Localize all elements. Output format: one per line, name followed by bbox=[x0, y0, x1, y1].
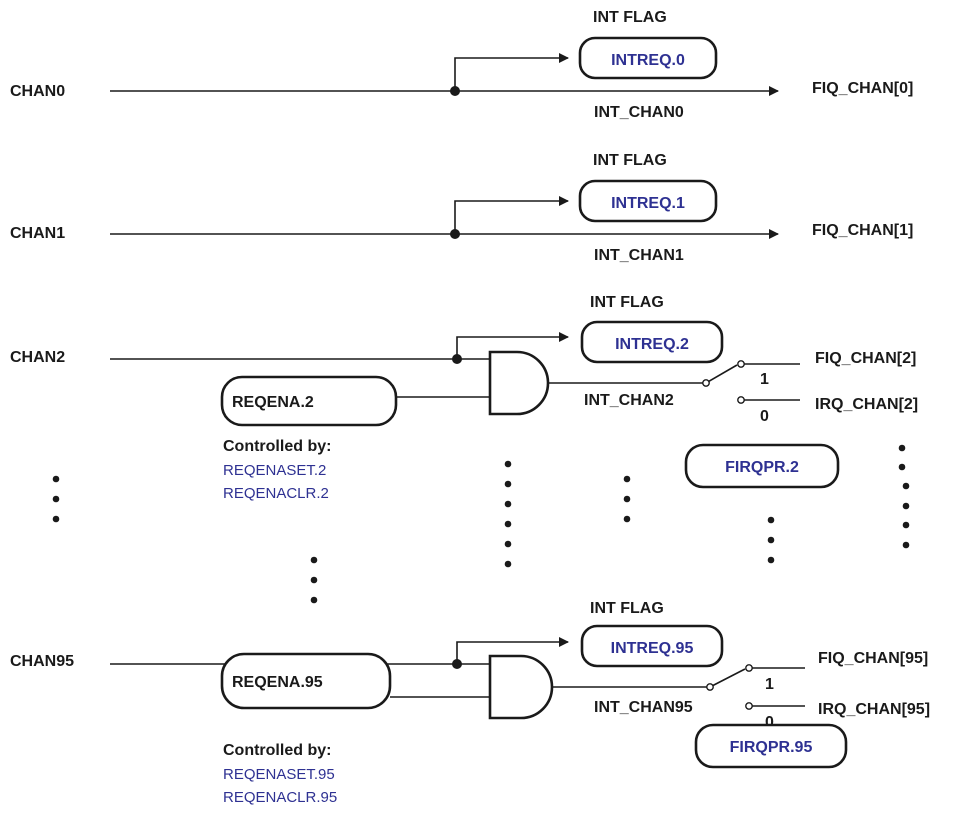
chan2-reqenaset: REQENASET.2 bbox=[223, 462, 326, 479]
chan0-label: CHAN0 bbox=[10, 83, 65, 100]
chan2-int-label: INT_CHAN2 bbox=[584, 392, 674, 409]
chan2-intreq-box bbox=[580, 320, 724, 364]
chan2-firqpr-box bbox=[684, 443, 840, 489]
chan2-irq-output: IRQ_CHAN[2] bbox=[815, 396, 918, 413]
chan95-reqenaclr: REQENACLR.95 bbox=[223, 789, 337, 806]
chan95-switch-label-0: 0 bbox=[765, 714, 774, 731]
chan2-intreq-label: INTREQ.2 bbox=[615, 336, 689, 353]
ellipsis-col-gate bbox=[504, 460, 512, 568]
chan95-reqenaset: REQENASET.95 bbox=[223, 766, 335, 783]
chan0-fiq-output: FIQ_CHAN[0] bbox=[812, 80, 913, 97]
chan2-label: CHAN2 bbox=[10, 349, 65, 366]
chan2-controlled-by: Controlled by: bbox=[223, 438, 331, 455]
chan2-reqena-box bbox=[220, 375, 398, 427]
chan1-intreq-box bbox=[578, 179, 718, 223]
chan95-switch-label-1: 1 bbox=[765, 676, 774, 693]
chan2-int-flag-title: INT FLAG bbox=[590, 294, 664, 311]
chan95-int-flag-title: INT FLAG bbox=[590, 600, 664, 617]
chan1-intreq-label: INTREQ.1 bbox=[611, 195, 685, 212]
chan0-int-label: INT_CHAN0 bbox=[594, 104, 684, 121]
channel-95-group: CHAN95 INT FLAG INTREQ.95 REQENA.95 INT_… bbox=[10, 600, 930, 806]
chan95-firqpr-label: FIRQPR.95 bbox=[730, 739, 813, 756]
chan95-reqena-box bbox=[220, 652, 392, 710]
chan95-intreq-label: INTREQ.95 bbox=[611, 640, 694, 657]
chan1-int-label: INT_CHAN1 bbox=[594, 247, 684, 264]
ellipsis-col-left bbox=[52, 475, 60, 523]
chan1-fiq-output: FIQ_CHAN[1] bbox=[812, 222, 913, 239]
ellipsis-col-int bbox=[623, 475, 631, 523]
chan0-intreq-box bbox=[578, 36, 718, 80]
chan95-switch-lever bbox=[709, 668, 746, 688]
chan95-reqena-label: REQENA.95 bbox=[232, 674, 323, 691]
channel-0-group: CHAN0 INT FLAG INTREQ.0 INT_CHAN0 FIQ_CH… bbox=[10, 9, 913, 121]
chan95-irq-output: IRQ_CHAN[95] bbox=[818, 701, 930, 718]
chan95-intreq-box bbox=[580, 624, 724, 668]
chan2-switch-contact-0 bbox=[737, 396, 745, 404]
chan95-and-gate bbox=[488, 654, 554, 720]
chan2-flag-branch bbox=[456, 332, 569, 359]
chan2-switch-contact-1 bbox=[737, 360, 745, 368]
chan2-switch-lever bbox=[705, 364, 738, 384]
ellipsis-col-mid-low bbox=[310, 556, 318, 604]
chan1-flag-branch bbox=[454, 196, 569, 234]
chan0-flag-branch bbox=[454, 53, 569, 91]
chan95-switch-contact-1 bbox=[745, 664, 753, 672]
chan2-firqpr-label: FIRQPR.2 bbox=[725, 459, 799, 476]
ellipsis-dots bbox=[52, 444, 910, 604]
chan95-fiq-output: FIQ_CHAN[95] bbox=[818, 650, 928, 667]
ellipsis-col-switch bbox=[767, 516, 775, 564]
chan95-flag-branch bbox=[456, 637, 569, 664]
chan1-int-flag-title: INT FLAG bbox=[593, 152, 667, 169]
chan2-reqenaclr: REQENACLR.2 bbox=[223, 485, 329, 502]
chan95-switch-pivot bbox=[706, 683, 714, 691]
chan2-switch-label-1: 1 bbox=[760, 371, 769, 388]
channel-2-group: CHAN2 INT FLAG INTREQ.2 REQENA.2 INT_CHA… bbox=[10, 294, 918, 502]
chan0-int-flag-title: INT FLAG bbox=[593, 9, 667, 26]
chan95-int-label: INT_CHAN95 bbox=[594, 699, 693, 716]
chan0-intreq-label: INTREQ.0 bbox=[611, 52, 685, 69]
chan95-firqpr-box bbox=[694, 723, 848, 769]
chan1-label: CHAN1 bbox=[10, 225, 65, 242]
chan95-controlled-by: Controlled by: bbox=[223, 742, 331, 759]
chan2-and-gate bbox=[488, 350, 550, 416]
chan2-reqena-label: REQENA.2 bbox=[232, 394, 314, 411]
ellipsis-col-right bbox=[898, 444, 910, 549]
chan2-fiq-output: FIQ_CHAN[2] bbox=[815, 350, 916, 367]
chan2-switch-pivot bbox=[702, 379, 710, 387]
chan95-switch-contact-0 bbox=[745, 702, 753, 710]
channel-1-group: CHAN1 INT FLAG INTREQ.1 INT_CHAN1 FIQ_CH… bbox=[10, 152, 913, 264]
chan2-switch-label-0: 0 bbox=[760, 408, 769, 425]
chan95-label: CHAN95 bbox=[10, 653, 74, 670]
